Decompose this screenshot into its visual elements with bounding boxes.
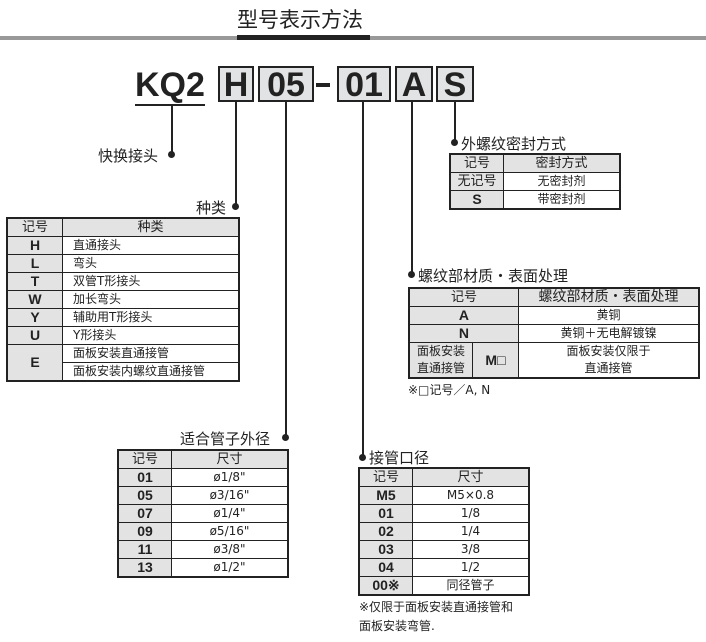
table-row: 无记号无密封剂	[449, 172, 621, 191]
connector-line	[362, 102, 364, 458]
table-row: 00※同径管子	[358, 576, 530, 596]
title-rule-accent	[237, 35, 370, 40]
table-row: 面板安装内螺纹直通接管	[7, 362, 240, 382]
code-material: A	[395, 66, 433, 102]
connector-line	[411, 102, 413, 275]
code-prefix: KQ2	[135, 66, 205, 106]
connector-line	[285, 102, 287, 438]
connector-dot	[359, 454, 366, 461]
label-type: 种类	[196, 199, 227, 217]
code-dash	[316, 83, 330, 87]
code-port: 01	[337, 66, 391, 102]
label-port: 接管口径	[369, 449, 430, 467]
material-note: ※□记号／A, N	[408, 383, 491, 397]
connector-line	[454, 102, 456, 143]
code-seal: S	[436, 66, 474, 102]
header-code: 记号	[6, 217, 63, 237]
connector-line	[235, 102, 237, 207]
label-seal: 外螺纹密封方式	[461, 135, 567, 153]
code-type: H	[218, 66, 254, 102]
connector-dot	[408, 271, 415, 278]
label-tube-od: 适合管子外径	[180, 430, 271, 448]
port-note: ※仅限于面板安装直通接管和面板安装弯管.	[359, 600, 514, 633]
header-type: 种类	[62, 217, 240, 237]
connector-dot	[168, 151, 175, 158]
code-tube: 05	[258, 66, 314, 102]
page-title: 型号表示方法	[237, 8, 363, 32]
connector-line	[171, 104, 173, 156]
connector-dot	[232, 203, 239, 210]
label-material: 螺纹部材质・表面处理	[418, 267, 569, 285]
connector-dot	[282, 434, 289, 441]
label-quick-fitting: 快换接头	[98, 147, 159, 165]
connector-dot	[451, 139, 458, 146]
